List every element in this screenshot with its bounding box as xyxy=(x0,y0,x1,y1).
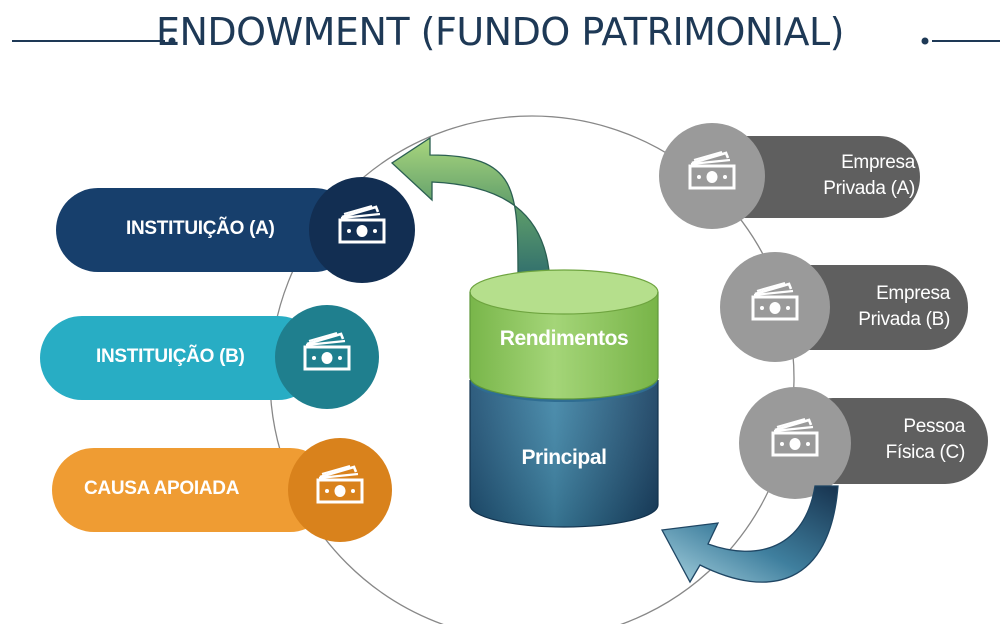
title-dot-left xyxy=(168,37,176,45)
rendimentos-body xyxy=(470,292,658,399)
label-causa-apoiada: CAUSA APOIADA xyxy=(84,478,240,499)
label-principal: Principal xyxy=(521,446,607,469)
label-empresa-b: Empresa Privada (B) xyxy=(810,281,950,333)
label-instituicao-b: INSTITUIÇÃO (B) xyxy=(96,346,245,367)
label-empresa-a-line1: Empresa xyxy=(841,152,915,173)
label-pessoa-c: Pessoa Física (C) xyxy=(825,414,966,466)
label-empresa-a-line2: Privada (A) xyxy=(823,178,915,199)
pill-instituicao-a xyxy=(56,188,356,272)
label-empresa-b-line2: Privada (B) xyxy=(858,309,950,330)
pill-instituicao-b xyxy=(40,316,320,400)
label-empresa-b-line1: Empresa xyxy=(876,283,950,304)
page-title: ENDOWMENT (FUNDO PATRIMONIAL) xyxy=(155,10,845,54)
label-pessoa-c-line2: Física (C) xyxy=(885,442,966,463)
donation-arrow xyxy=(660,485,839,584)
title-dot-right xyxy=(921,37,929,45)
label-pessoa-c-line1: Pessoa xyxy=(903,416,965,437)
yield-arrow xyxy=(390,136,551,286)
fund-cylinder xyxy=(469,269,659,528)
label-instituicao-a: INSTITUIÇÃO (A) xyxy=(126,218,275,239)
pill-causa-apoiada xyxy=(52,448,332,532)
rendimentos-top xyxy=(469,269,659,315)
label-empresa-a: Empresa Privada (A) xyxy=(775,150,915,202)
label-rendimentos: Rendimentos xyxy=(499,327,629,350)
